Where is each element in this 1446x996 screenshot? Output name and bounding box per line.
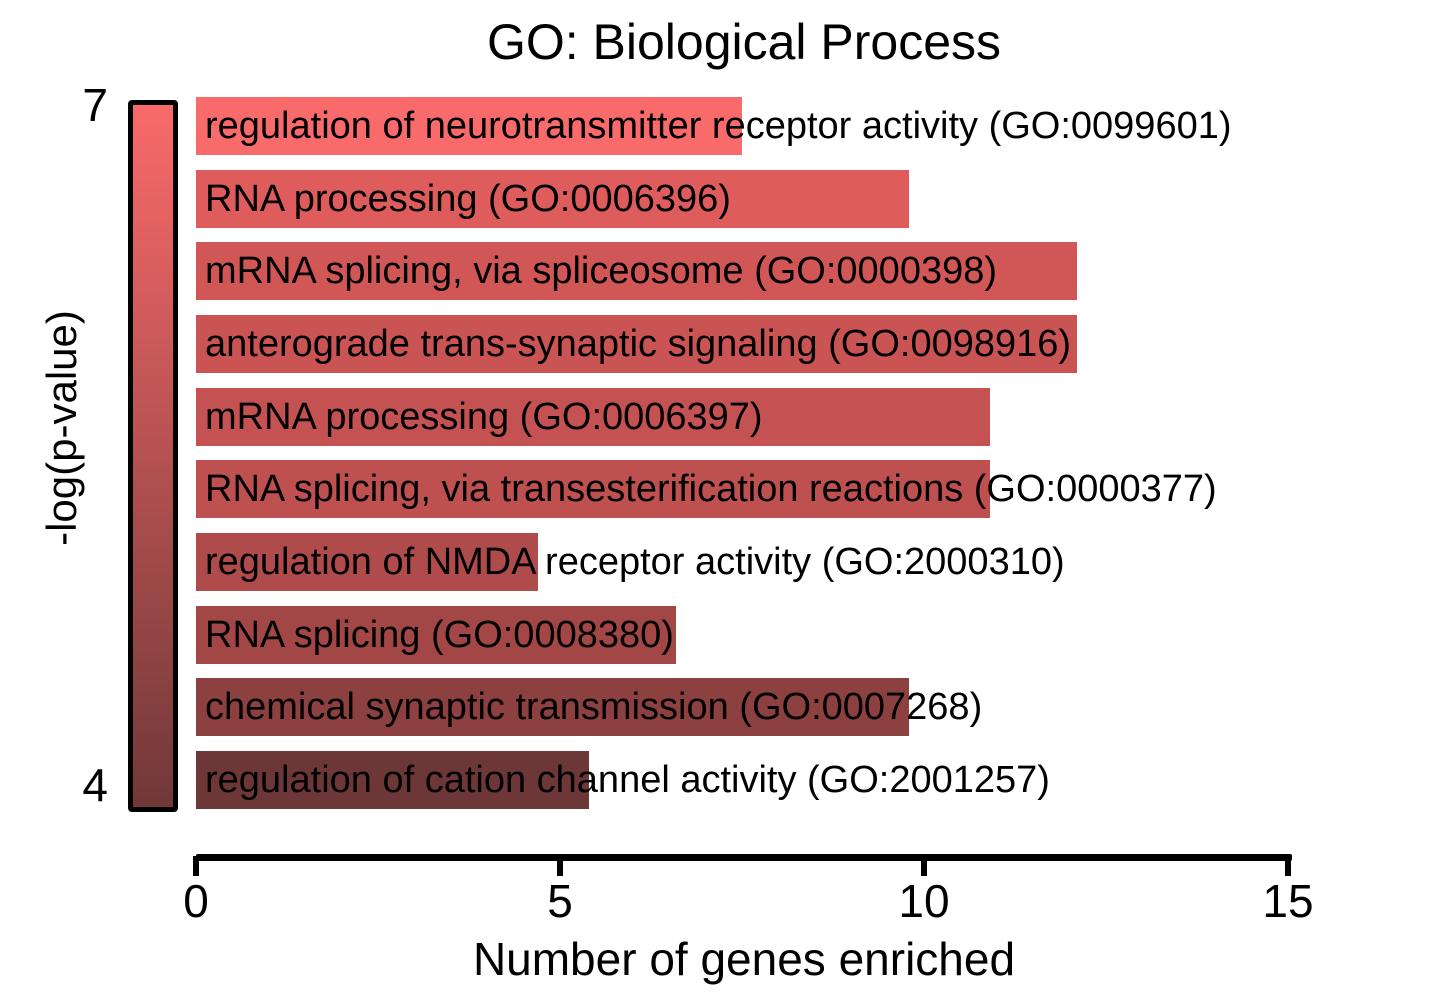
bar-row: regulation of cation channel activity (G… (196, 751, 1446, 809)
bar-label: regulation of cation channel activity (G… (205, 759, 1050, 801)
bar (196, 315, 1077, 373)
bar (196, 460, 990, 518)
x-axis-line (196, 854, 1292, 861)
bar-row: regulation of NMDA receptor activity (GO… (196, 533, 1446, 591)
bar-row: regulation of neurotransmitter receptor … (196, 97, 1446, 155)
bar-label: regulation of neurotransmitter receptor … (205, 105, 1232, 147)
bar-row: RNA splicing (GO:0008380) (196, 606, 1446, 664)
bar-row: anterograde trans-synaptic signaling (GO… (196, 315, 1446, 373)
bar-label: regulation of NMDA receptor activity (GO… (205, 541, 1065, 583)
bar (196, 606, 676, 664)
bar (196, 97, 742, 155)
bar-label: RNA processing (GO:0006396) (205, 178, 731, 220)
bar-row: chemical synaptic transmission (GO:00072… (196, 678, 1446, 736)
bar-label: RNA splicing, via transesterification re… (205, 468, 1217, 510)
bar (196, 242, 1077, 300)
colorbar-axis-label: -log(p-value) (38, 310, 85, 546)
bar-label: mRNA processing (GO:0006397) (205, 396, 763, 438)
x-tick-mark (1285, 856, 1291, 876)
x-tick-label: 15 (1262, 875, 1314, 927)
bar (196, 388, 990, 446)
bar (196, 751, 589, 809)
bar-row: RNA processing (GO:0006396) (196, 170, 1446, 228)
bar (196, 170, 909, 228)
chart-title: GO: Biological Process (486, 14, 1002, 70)
bar-label: mRNA splicing, via spliceosome (GO:00003… (205, 250, 998, 292)
colorbar-max-tick-label: 7 (82, 79, 108, 131)
bar (196, 533, 538, 591)
x-axis-label: Number of genes enriched (472, 933, 1016, 985)
x-tick-label: 10 (898, 875, 950, 927)
bar-label: RNA splicing (GO:0008380) (205, 614, 674, 656)
x-tick-mark (193, 856, 199, 876)
bar-row: mRNA splicing, via spliceosome (GO:00003… (196, 242, 1446, 300)
bar-row: RNA splicing, via transesterification re… (196, 460, 1446, 518)
bars-area: regulation of neurotransmitter receptor … (196, 97, 1446, 812)
colorbar-min-tick-label: 4 (82, 759, 108, 811)
bar (196, 678, 909, 736)
bar-label: chemical synaptic transmission (GO:00072… (205, 686, 983, 728)
x-tick-label: 0 (183, 875, 209, 927)
x-tick-mark (921, 856, 927, 876)
bar-label: anterograde trans-synaptic signaling (GO… (205, 323, 1072, 365)
x-tick-label: 5 (547, 875, 573, 927)
x-tick-mark (557, 856, 563, 876)
bar-row: mRNA processing (GO:0006397) (196, 388, 1446, 446)
pvalue-colorbar (128, 100, 178, 812)
